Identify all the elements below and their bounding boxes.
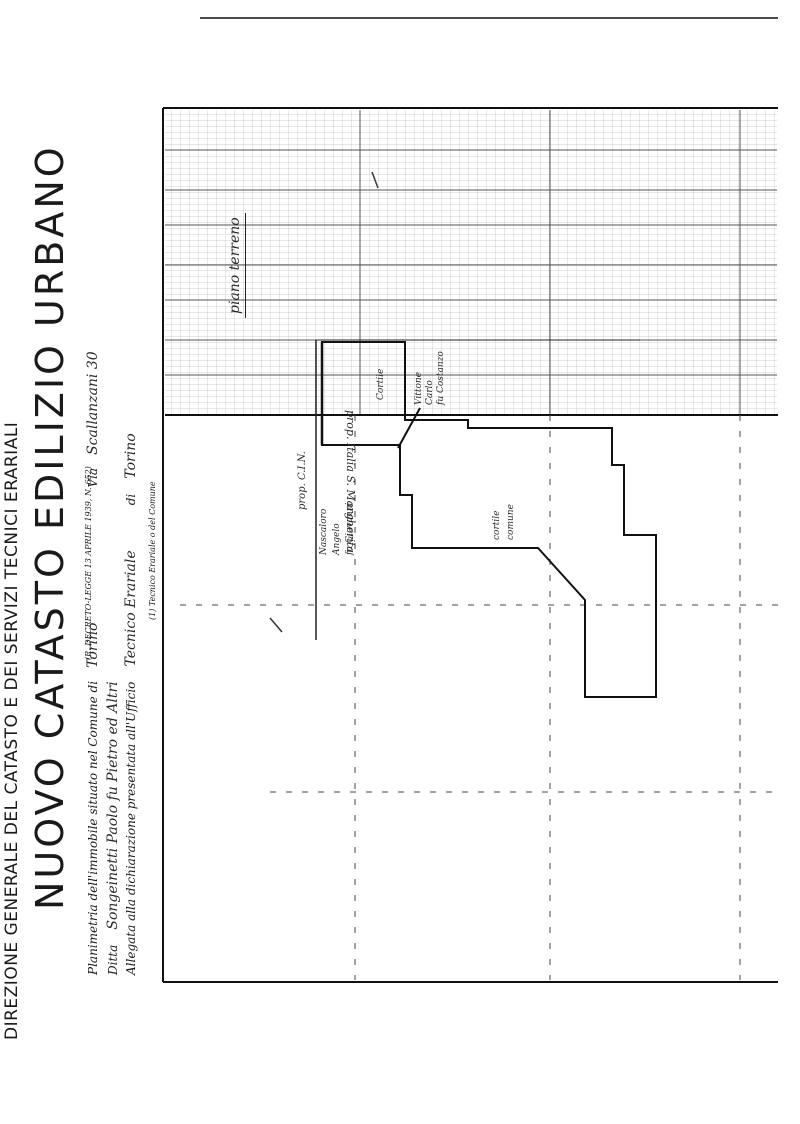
owner1-line1: Nascaloro	[319, 508, 329, 555]
room-text: Cortile	[376, 368, 386, 400]
left-neighbor-label: prop. C.I.N.	[290, 451, 309, 510]
entry-mark	[397, 407, 421, 449]
sheet-frame	[162, 17, 778, 983]
owner1-line3: fu Giovanni	[345, 502, 355, 555]
floor-label: piano terreno	[222, 213, 246, 318]
owner2-line1: Vittone	[414, 372, 424, 405]
court-line1: cortile	[492, 510, 502, 540]
room-label: Cortile	[368, 369, 387, 400]
owner2-line3: fu Costanzo	[436, 351, 446, 405]
court-label: cortile comune	[490, 504, 518, 540]
north-tick	[371, 171, 379, 189]
owner2-label: Vittone Carlo fu Costanzo	[414, 351, 447, 405]
floor-plan-outline	[321, 341, 657, 698]
court-line2: comune	[506, 504, 516, 540]
tick-mark	[269, 617, 283, 633]
left-neighbor-text: prop. C.I.N.	[297, 451, 308, 510]
owner1-line2: Angelo	[332, 523, 342, 555]
grid-area	[165, 110, 777, 415]
floor-label-text: piano terreno	[227, 217, 243, 314]
owner1-label: Nascaloro Angelo fu Giovanni	[318, 503, 357, 555]
owner2-line2: Carlo	[425, 380, 435, 405]
dashed-lines	[180, 415, 778, 980]
